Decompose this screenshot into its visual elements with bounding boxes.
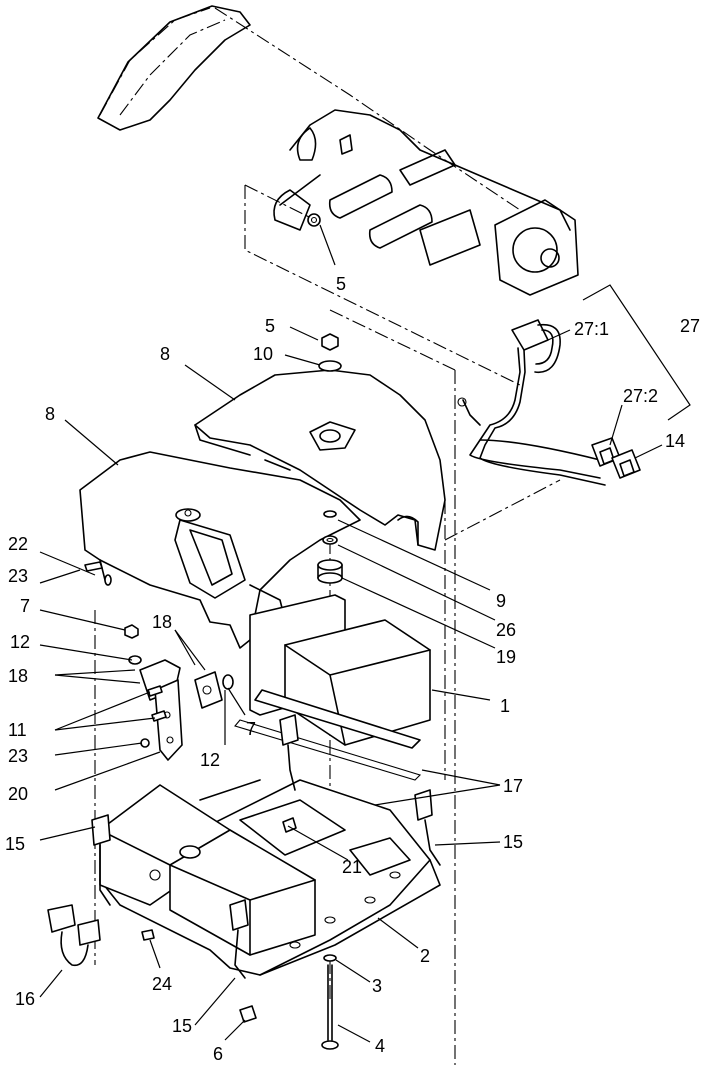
washer-icon <box>323 510 337 518</box>
callout-18: 18 <box>152 612 172 632</box>
callout-3: 3 <box>372 976 382 996</box>
cable-harness-icon <box>457 319 606 486</box>
callout-15: 15 <box>503 832 523 852</box>
callout-8: 8 <box>160 344 170 364</box>
connector-icon <box>611 449 641 479</box>
nut-icon <box>307 213 321 227</box>
washer-icon <box>322 535 338 545</box>
callout-16: 16 <box>15 989 35 1009</box>
callout-4: 4 <box>375 1036 385 1056</box>
callout-5: 5 <box>265 316 275 336</box>
bolt-icon <box>151 710 167 722</box>
callout-27-1: 27:1 <box>574 319 609 339</box>
callout-23: 23 <box>8 746 28 766</box>
battery-icon <box>234 594 431 781</box>
callout-17: 17 <box>503 776 523 796</box>
callout-8: 8 <box>45 404 55 424</box>
callout-2: 2 <box>420 946 430 966</box>
nut-icon <box>124 624 139 639</box>
callout-1: 1 <box>500 696 510 716</box>
washer-icon <box>318 360 342 372</box>
callout-12: 12 <box>200 750 220 770</box>
callout-10: 10 <box>253 344 273 364</box>
callout-20: 20 <box>8 784 28 804</box>
callout-15: 15 <box>172 1016 192 1036</box>
washer-icon <box>104 574 112 586</box>
bolt-icon <box>141 929 155 941</box>
callout-19: 19 <box>496 647 516 667</box>
leader-lines <box>39 224 663 1043</box>
callout-22: 22 <box>8 534 28 554</box>
nut-icon <box>321 333 339 351</box>
washer-icon <box>323 954 337 962</box>
callout-23: 23 <box>8 566 28 586</box>
callout-15: 15 <box>5 834 25 854</box>
washer-icon <box>222 674 234 690</box>
callout-12: 12 <box>10 632 30 652</box>
bolt-icon <box>239 1005 257 1023</box>
bolt-icon <box>321 964 339 1050</box>
callout-5: 5 <box>336 274 346 294</box>
bolt-icon <box>84 561 103 572</box>
callout-27-2: 27:2 <box>623 386 658 406</box>
connector-icon <box>47 904 101 967</box>
machine-frame-icon <box>97 5 579 386</box>
callout-7: 7 <box>246 719 256 739</box>
callout-18: 18 <box>8 666 28 686</box>
bolt-icon <box>147 685 163 697</box>
cable-harness-icon <box>91 714 441 979</box>
battery-icon <box>99 784 316 956</box>
battery-tray-icon <box>139 659 223 761</box>
callout-6: 6 <box>213 1044 223 1064</box>
callout-27: 27 <box>680 316 700 336</box>
callout-9: 9 <box>496 591 506 611</box>
callout-7: 7 <box>20 596 30 616</box>
bolt-icon <box>317 559 343 584</box>
callout-21: 21 <box>342 857 362 877</box>
nut-icon <box>140 738 150 748</box>
callout-24: 24 <box>152 974 172 994</box>
callout-11: 11 <box>8 720 27 740</box>
callout-26: 26 <box>496 620 516 640</box>
callout-14: 14 <box>665 431 685 451</box>
